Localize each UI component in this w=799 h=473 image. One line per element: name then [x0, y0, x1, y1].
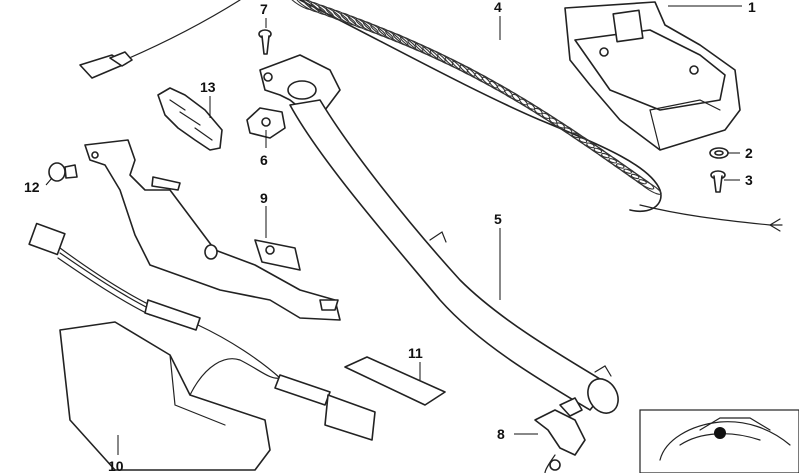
- coil-ring: [474, 72, 498, 89]
- part-13-clip-strip: [157, 87, 223, 151]
- part-11-strip: [344, 356, 446, 406]
- wire-harness: [28, 222, 281, 379]
- callout-leaders: [45, 5, 742, 455]
- coil-ring: [489, 80, 513, 97]
- callout-9: 9: [260, 190, 268, 206]
- cable-connector-top: [79, 0, 241, 79]
- callout-4: 4: [494, 0, 502, 15]
- part-3-screw: [710, 170, 726, 193]
- part-2-washer: [709, 147, 729, 159]
- coil-ring: [481, 76, 506, 93]
- callout-2: 2: [745, 145, 753, 161]
- part-7-screw: [258, 29, 272, 55]
- part-8-holder-clip: [534, 397, 586, 473]
- part-1-control-unit: [564, 1, 741, 151]
- callout-6: 6: [260, 152, 268, 168]
- callout-12: 12: [24, 179, 40, 195]
- callout-3: 3: [745, 172, 753, 188]
- callout-5: 5: [494, 211, 502, 227]
- coil-ring: [638, 179, 662, 195]
- callout-labels: 1 2 3 4 5 6 7 8 9 10 11 12 13: [24, 0, 756, 473]
- callout-10: 10: [108, 458, 124, 473]
- part-5-hose-arm: [259, 54, 619, 414]
- callout-13: 13: [200, 79, 216, 95]
- part-12-grommet: [48, 162, 78, 182]
- callout-8: 8: [497, 426, 505, 442]
- coil-ring: [496, 85, 521, 101]
- callout-11: 11: [408, 345, 423, 361]
- part-10-module-pad: [59, 321, 376, 471]
- part-9-bracket: [84, 139, 341, 321]
- callout-7: 7: [260, 1, 268, 17]
- part-6-clip-nut: [246, 107, 286, 139]
- car-inset-thumbnail: [639, 409, 799, 473]
- callout-1: 1: [748, 0, 756, 15]
- coil-ring: [504, 89, 528, 106]
- coil-ring: [400, 36, 424, 53]
- part-4-coiled-cable: [288, 0, 783, 232]
